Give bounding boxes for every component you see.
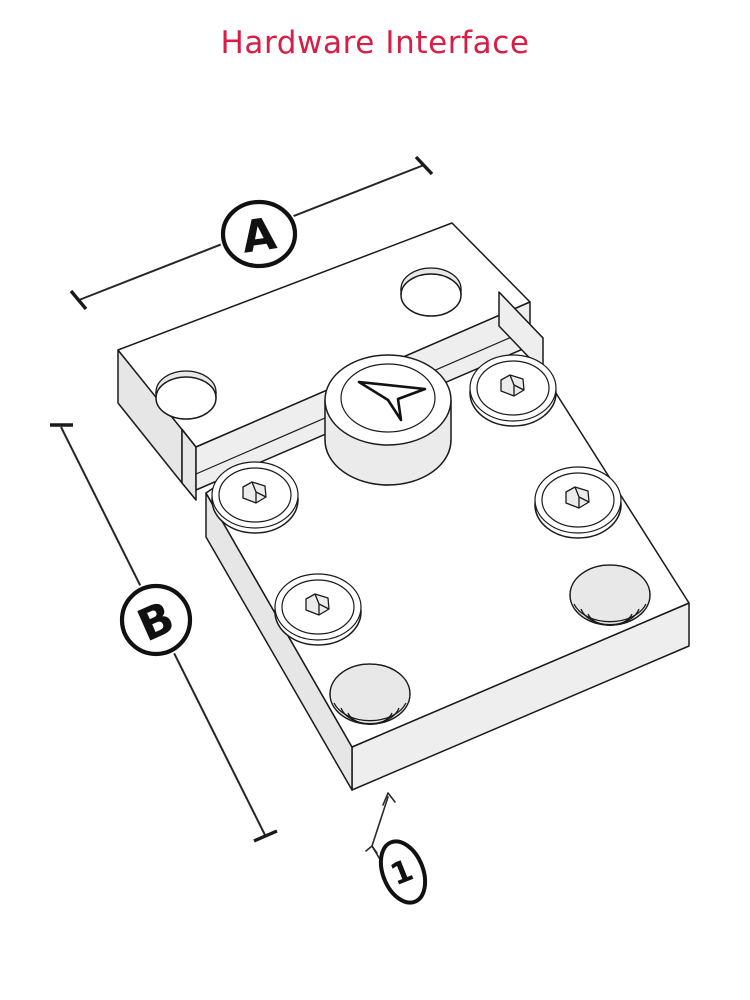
dimension-b-bubble xyxy=(119,583,193,657)
dimension-a-tick-start xyxy=(69,289,88,311)
dimension-a-label: A xyxy=(239,208,280,263)
through-hole xyxy=(400,267,462,317)
rotary-knob[interactable] xyxy=(324,354,452,486)
dimension-b: B xyxy=(50,423,278,843)
callout-1: 1 xyxy=(365,792,428,905)
callout-1-ring xyxy=(378,839,428,905)
hex-socket-screw xyxy=(211,461,299,534)
hex-socket-screw xyxy=(469,354,557,427)
dimension-a-tick-end xyxy=(414,155,434,176)
page-title: Hardware Interface xyxy=(220,25,530,61)
callout-1-arrowhead xyxy=(382,792,396,806)
dimension-a-bubble xyxy=(220,199,298,269)
knob-inner-rim xyxy=(340,363,436,433)
through-hole xyxy=(155,370,217,420)
dimension-a: A xyxy=(69,155,434,311)
hex-socket-screw xyxy=(534,466,622,539)
dimension-b-tick-end xyxy=(253,829,278,843)
callout-1-leader-tail xyxy=(365,845,378,854)
cursor-arrow-icon xyxy=(357,380,427,422)
rail-strip-line xyxy=(498,291,544,339)
counterbored-hole xyxy=(329,663,411,725)
cross-bar-notch-line xyxy=(181,428,197,501)
hex-socket-screw xyxy=(274,573,362,646)
counterbored-hole xyxy=(569,564,651,626)
knob-bottom-arc xyxy=(324,439,452,486)
